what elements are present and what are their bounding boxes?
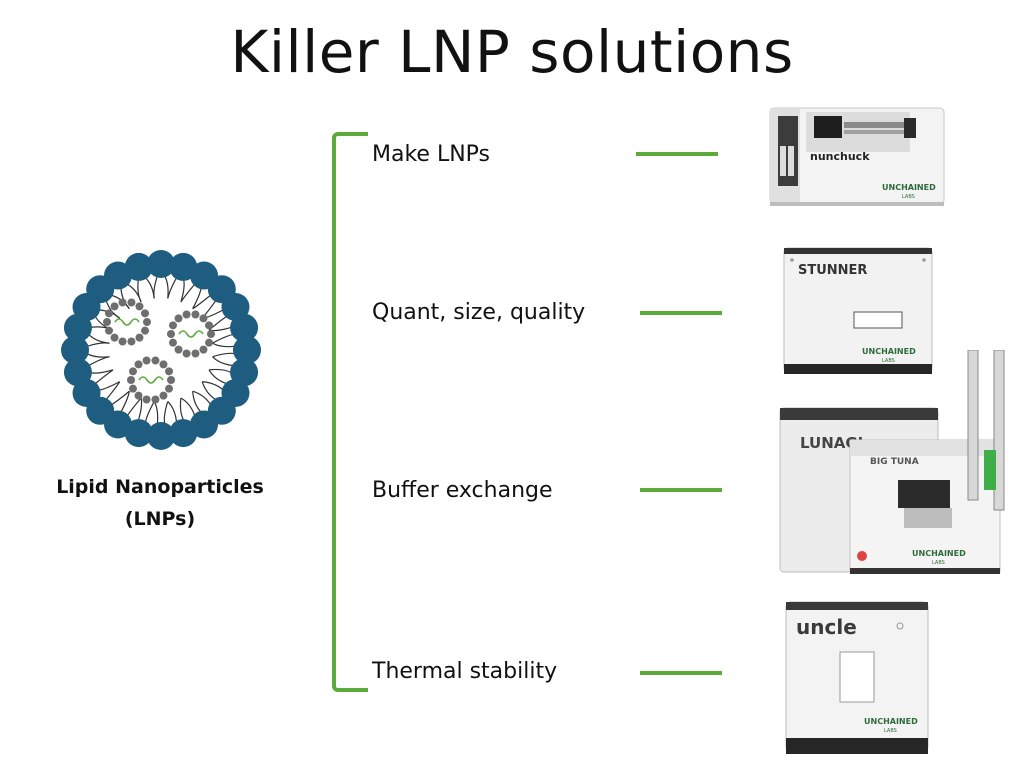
row-label-buffer-exchange: Buffer exchange — [372, 478, 553, 503]
lipid-tail — [105, 381, 121, 401]
lipid-tail — [120, 391, 130, 413]
rna-core — [127, 356, 175, 404]
lipid-tail — [163, 401, 169, 425]
lipid-tail — [153, 275, 158, 299]
lipid-tail — [180, 279, 185, 303]
lipid-tail — [212, 342, 235, 348]
bigtuna-brand-text: BIG TUNA — [870, 457, 919, 467]
slide-title: Killer LNP solutions — [230, 18, 794, 86]
connector-line-4 — [640, 671, 722, 675]
lipid-tail — [212, 356, 234, 367]
lipid-head — [124, 252, 153, 281]
lipid-tail — [179, 397, 185, 421]
lipid-tail — [145, 277, 155, 299]
nunchuck-maker-sub: LABS — [902, 194, 915, 200]
nunchuck-brand-text: nunchuck — [810, 150, 870, 163]
lipid-tail — [88, 356, 110, 367]
lipid-tail — [180, 283, 196, 303]
lipid-tail — [192, 391, 202, 413]
uncle-maker-text: UNCHAINED — [864, 717, 918, 726]
uncle-maker-sub: LABS — [884, 728, 897, 734]
lipid-head — [63, 358, 92, 387]
rna-core — [103, 298, 151, 346]
lnp-label-line1: Lipid Nanoparticles — [56, 476, 264, 498]
lunagi-brand-text: LUNAGI — [800, 434, 863, 452]
lipid-tail — [137, 397, 143, 421]
lipid-tail — [137, 279, 142, 303]
lipid-tail — [90, 369, 114, 374]
lipid-tail — [126, 397, 142, 417]
lipid-tail — [153, 401, 159, 424]
lipid-tail — [88, 334, 110, 344]
lipid-tail — [212, 352, 236, 358]
connector-line-2 — [640, 311, 722, 315]
lipid-head — [147, 250, 175, 278]
uncle-instrument-image: uncle UNCHAINED LABS — [785, 601, 929, 754]
lipid-tail — [111, 390, 130, 406]
lipid-tail — [167, 401, 178, 423]
lipid-tail — [144, 401, 155, 423]
nunchuck-instrument-image: nunchuck UNCHAINED LABS — [769, 107, 945, 206]
grouping-bracket — [332, 132, 368, 692]
lipid-tail — [167, 277, 178, 299]
stunner-instrument-image: STUNNER UNCHAINED LABS — [783, 247, 933, 374]
lunagi-bigtuna-instrument-image: LUNAGI BIG TUNA UNCHAINED LABS — [779, 350, 1005, 574]
row-label-make-lnps: Make LNPs — [372, 142, 491, 167]
uncle-brand-text: uncle — [796, 615, 857, 639]
connector-line-1 — [636, 152, 718, 156]
lnp-illustration — [61, 250, 261, 450]
lipid-tail — [201, 381, 217, 401]
lipid-tail — [212, 333, 234, 344]
lipid-head — [61, 336, 89, 364]
rna-core — [167, 310, 215, 358]
lipid-head — [230, 313, 259, 342]
lipid-tail — [86, 353, 110, 358]
lipid-tail — [192, 294, 212, 310]
lipid-head — [169, 419, 198, 448]
row-label-quant-size-quality: Quant, size, quality — [372, 300, 586, 325]
lipid-tail — [208, 368, 232, 374]
lipid-tail — [208, 369, 228, 385]
row-label-thermal-stability: Thermal stability — [372, 659, 558, 684]
lnp-label-line2: (LNPs) — [124, 508, 196, 530]
bigtuna-maker-text: UNCHAINED — [912, 549, 966, 558]
lipid-tail — [180, 397, 196, 417]
nunchuck-maker-text: UNCHAINED — [882, 183, 936, 192]
lipid-tail — [86, 342, 110, 347]
lnp-label: Lipid Nanoparticles (LNPs) — [40, 471, 280, 535]
lipid-head — [233, 336, 261, 364]
lipid-head — [147, 422, 175, 450]
lipid-tail — [202, 381, 224, 391]
bigtuna-maker-sub: LABS — [932, 560, 945, 566]
stunner-brand-text: STUNNER — [798, 263, 867, 278]
lipid-tail — [164, 275, 169, 299]
connector-line-3 — [640, 488, 722, 492]
stunner-maker-text: UNCHAINED — [862, 347, 916, 356]
stunner-maker-sub: LABS — [882, 358, 895, 364]
lipid-tail — [192, 390, 212, 406]
